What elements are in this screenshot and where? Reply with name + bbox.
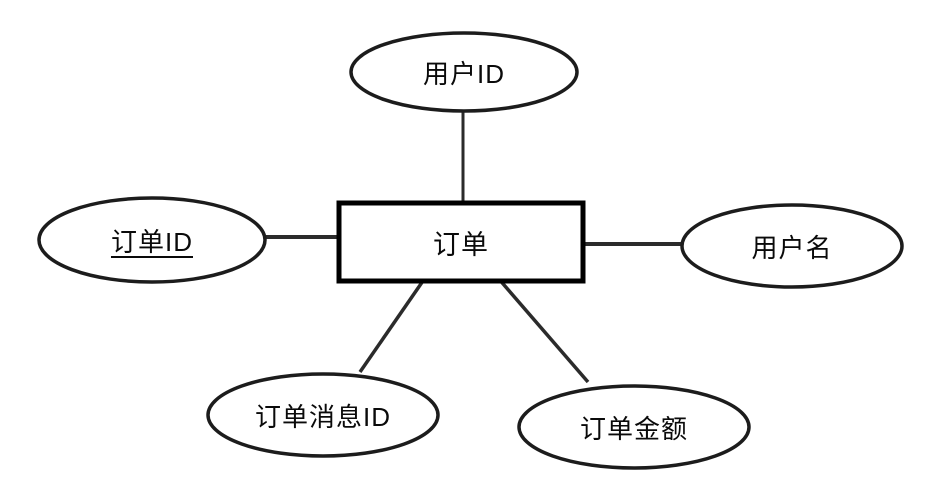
attribute-order-amount-ellipse: [517, 384, 751, 470]
attribute-username-ellipse: [680, 203, 904, 289]
connector-entity-to-order-amount: [496, 276, 590, 384]
attribute-user-id-ellipse: [349, 31, 579, 113]
entity-order-box: [336, 200, 586, 284]
connector-entity-to-order-message-id: [358, 277, 427, 373]
attribute-order-message-id-ellipse: [206, 372, 440, 458]
attribute-order-id-ellipse: [37, 196, 267, 284]
